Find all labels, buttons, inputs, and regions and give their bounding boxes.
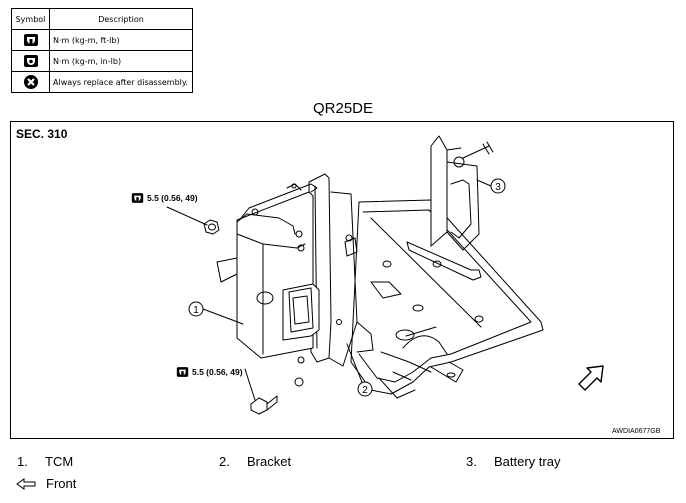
callout-label: Battery tray — [494, 454, 561, 469]
torque-in-lb-icon — [11, 50, 50, 72]
battery-tray — [350, 199, 544, 399]
torque-ft-lb-icon — [11, 29, 50, 51]
front-label: Front — [46, 476, 77, 491]
torque-value: 5.5 (0.56, 49) — [192, 367, 243, 377]
callout-2-number: 2 — [362, 385, 368, 396]
diagram-frame — [10, 121, 674, 439]
engine-title: QR25DE — [312, 100, 374, 117]
legend-text: Always replace after disassembly. — [49, 71, 193, 93]
symbol-legend-table: Symbol Description N·m (kg-m, ft-lb) N·m… — [11, 8, 193, 93]
torque-spec-upper: 5.5 (0.56, 49) — [131, 192, 198, 204]
lower-bolt — [250, 395, 278, 415]
legend-text: N·m (kg-m, ft-lb) — [49, 29, 193, 51]
callout-2-marker: 2 — [357, 381, 373, 397]
torque-ft-lb-icon — [131, 193, 144, 203]
legend-row: Always replace after disassembly. — [11, 71, 193, 93]
legend-row: N·m (kg-m, in-lb) — [11, 50, 193, 72]
callout-item: 2. Bracket — [219, 454, 291, 469]
callout-label: Bracket — [247, 454, 292, 469]
callout-number: 2. — [219, 454, 230, 469]
callout-item: 3. Battery tray — [466, 454, 560, 469]
callout-list: 1. TCM 2. Bracket 3. Battery tray — [0, 454, 686, 474]
always-replace-icon — [11, 71, 50, 93]
tray-post — [430, 135, 494, 251]
torque-spec-lower: 5.5 (0.56, 49) — [176, 366, 243, 378]
callout-1-marker: 1 — [188, 301, 204, 317]
front-arrow — [578, 365, 604, 391]
callout-3-number: 3 — [495, 182, 501, 193]
tcm-bracket-drawing: 1 2 3 — [166, 135, 604, 415]
callout-number: 1. — [17, 454, 28, 469]
legend-row: N·m (kg-m, ft-lb) — [11, 29, 193, 51]
front-arrow-icon — [16, 477, 36, 490]
callout-1-number: 1 — [193, 305, 199, 316]
torque-ft-lb-icon — [176, 367, 189, 377]
legend-header-description: Description — [49, 8, 193, 30]
section-label: SEC. 310 — [16, 127, 68, 141]
legend-text: N·m (kg-m, in-lb) — [49, 50, 193, 72]
callout-3-marker: 3 — [490, 178, 506, 194]
tcm — [216, 183, 320, 387]
leader-line — [202, 308, 244, 325]
callout-item: 1. TCM — [17, 454, 73, 469]
front-legend: Front — [16, 476, 76, 491]
legend-header-symbol: Symbol — [11, 8, 50, 30]
callout-label: TCM — [45, 454, 74, 469]
callout-number: 3. — [466, 454, 477, 469]
leader-line — [244, 368, 256, 401]
drawing-code: AWDIA0677GB — [612, 428, 661, 435]
leader-line — [166, 206, 208, 226]
torque-value: 5.5 (0.56, 49) — [147, 193, 198, 203]
upper-nut — [203, 219, 220, 235]
leader-line — [476, 179, 492, 187]
